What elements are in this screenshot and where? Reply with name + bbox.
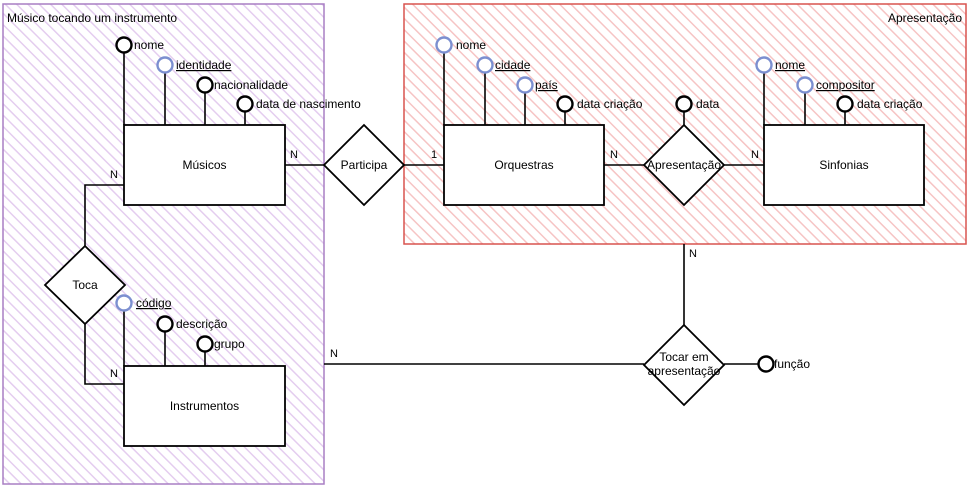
attribute-label: data criação: [857, 97, 923, 111]
attribute-label: descrição: [176, 317, 228, 331]
container-presentation: Apresentação: [403, 3, 967, 245]
attribute-label: função: [774, 357, 810, 371]
cardinality-musicos-participa: N: [290, 149, 298, 161]
cardinality-orquestras-apresentacao: N: [610, 149, 618, 161]
attribute-sinfonias-data-criacao[interactable]: data criação: [836, 95, 923, 113]
relationship-participa-label: Participa: [341, 158, 388, 172]
relationship-apresentacao[interactable]: Apresentação: [642, 123, 726, 207]
attribute-tocar-funcao[interactable]: função: [757, 355, 811, 373]
attribute-instrumentos-descricao[interactable]: descrição: [156, 315, 228, 333]
attribute-label: país: [535, 78, 558, 92]
attribute-label: identidade: [176, 58, 232, 72]
cardinality-instrumentos-toca: N: [110, 368, 118, 380]
attribute-musicos-nome[interactable]: nome: [115, 36, 165, 54]
attribute-label: nome: [456, 38, 486, 52]
cardinality-presentation-tocar: N: [689, 248, 697, 260]
attribute-label: nome: [775, 58, 805, 72]
attribute-orquestras-cidade[interactable]: cidade: [476, 56, 531, 74]
entity-musicos-label: Músicos: [182, 158, 226, 172]
attribute-instrumentos-codigo[interactable]: código: [115, 294, 172, 312]
entity-instrumentos-label: Instrumentos: [170, 399, 239, 413]
entity-sinfonias[interactable]: Sinfonias: [763, 124, 925, 206]
relationship-tocar-label-line1: Tocar em: [659, 350, 708, 364]
entity-instrumentos[interactable]: Instrumentos: [123, 365, 286, 447]
attribute-sinfonias-nome[interactable]: nome: [755, 56, 806, 74]
attribute-label: nacionalidade: [214, 78, 288, 92]
relationship-participa[interactable]: Participa: [322, 123, 406, 207]
entity-orquestras[interactable]: Orquestras: [443, 124, 605, 206]
attribute-musicos-data-nascimento[interactable]: data de nascimento: [236, 95, 362, 113]
attribute-orquestras-data-criacao[interactable]: data criação: [556, 95, 643, 113]
relationship-tocar-label-line2: apresentação: [648, 364, 721, 378]
cardinality-participa-orquestras: 1: [431, 149, 437, 161]
entity-sinfonias-label: Sinfonias: [819, 158, 868, 172]
attribute-orquestras-pais[interactable]: país: [516, 76, 558, 94]
attribute-orquestras-nome[interactable]: nome: [435, 36, 487, 54]
attribute-label: nome: [134, 38, 164, 52]
attribute-label: data: [696, 97, 720, 111]
container-presentation-title: Apresentação: [888, 11, 962, 25]
relationship-toca-label: Toca: [72, 278, 98, 292]
cardinality-labels: N 1 N N N N N N: [110, 149, 759, 380]
relationship-apresentacao-label: Apresentação: [647, 158, 721, 172]
cardinality-apresentacao-sinfonias: N: [751, 149, 759, 161]
attribute-label: data de nascimento: [256, 97, 361, 111]
entity-orquestras-label: Orquestras: [494, 158, 553, 172]
attribute-sinfonias-compositor[interactable]: compositor: [796, 76, 875, 94]
cardinality-instrumentos-tocar: N: [330, 348, 338, 360]
attribute-label: código: [136, 296, 172, 310]
attribute-label: grupo: [214, 337, 245, 351]
relationship-tocar-em-apresentacao[interactable]: Tocar em apresentação: [642, 323, 726, 407]
attribute-apresentacao-data[interactable]: data: [675, 95, 720, 113]
attribute-label: cidade: [495, 58, 531, 72]
cardinality-musicos-toca: N: [110, 169, 118, 181]
attribute-label: compositor: [816, 78, 875, 92]
container-musician-title: Músico tocando um instrumento: [7, 11, 177, 25]
entity-musicos[interactable]: Músicos: [123, 124, 286, 206]
attribute-label: data criação: [577, 97, 643, 111]
attribute-musicos-nacionalidade[interactable]: nacionalidade: [196, 76, 289, 94]
relationship-toca[interactable]: Toca: [43, 244, 127, 326]
attribute-musicos-identidade[interactable]: identidade: [156, 56, 232, 74]
attribute-instrumentos-grupo[interactable]: grupo: [196, 335, 246, 353]
